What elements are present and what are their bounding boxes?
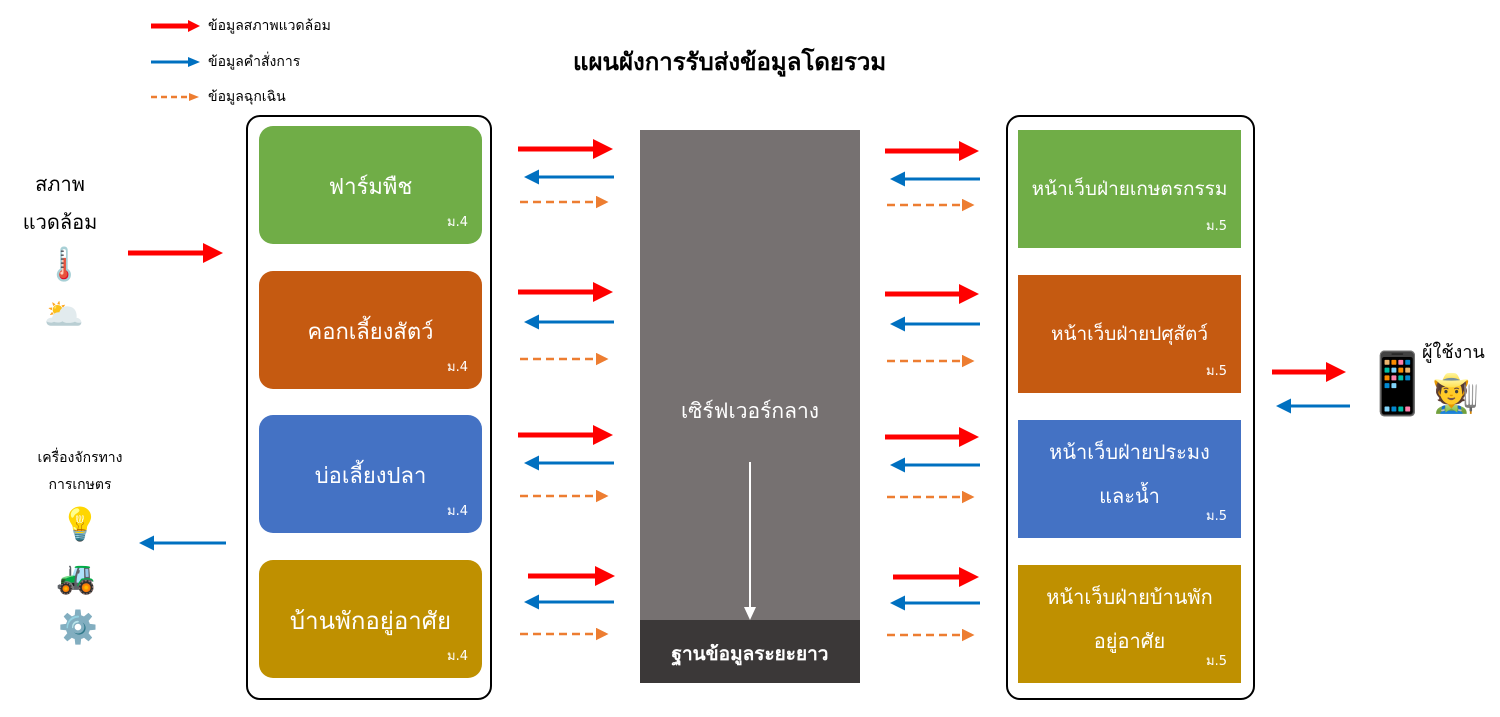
farm-unit-livestock: คอกเลี้ยงสัตว์ ม.4 xyxy=(259,271,482,389)
tractor-icon: 🚜 xyxy=(56,558,96,596)
farm-unit-livestock-label: คอกเลี้ยงสัตว์ xyxy=(307,320,434,345)
legend-emergency-label: ข้อมูลฉุกเฉิน xyxy=(208,89,286,105)
environment-label: สภาพ แวดล้อม xyxy=(22,172,98,234)
legend-command: ข้อมูลคำสั่งการ xyxy=(150,52,300,72)
farm-unit-fish-label: บ่อเลี้ยงปลา xyxy=(314,464,427,489)
website-home-label: หน้าเว็บฝ่ายบ้านพัก xyxy=(1046,585,1213,609)
farm-unit-fish: บ่อเลี้ยงปลา ม.4 xyxy=(259,415,482,533)
central-server-label: เซิร์ฟเวอร์กลาง xyxy=(680,399,820,423)
gear-icon: ⚙️ xyxy=(58,608,98,646)
website-fishery-grade: ม.5 xyxy=(1206,509,1227,524)
legend-environment-label: ข้อมูลสภาพแวดล้อม xyxy=(208,18,331,34)
farm-unit-livestock-grade: ม.4 xyxy=(447,360,468,375)
red-arrow-icon xyxy=(151,20,200,32)
machinery-label: เครื่องจักรทาง การเกษตร xyxy=(37,450,123,493)
website-home: หน้าเว็บฝ่ายบ้านพัก อยู่อาศัย ม.5 xyxy=(1018,565,1241,683)
website-home-grade: ม.5 xyxy=(1206,654,1227,669)
server-to-db-arrowhead xyxy=(744,607,756,620)
long-term-database-label: ฐานข้อมูลระยะยาว xyxy=(671,643,829,665)
legend-environment: ข้อมูลสภาพแวดล้อม xyxy=(150,16,331,36)
farm-unit-plant-label: ฟาร์มพืช xyxy=(328,175,413,200)
farm-unit-home-label: บ้านพักอยู่อาศัย xyxy=(289,607,452,635)
website-fishery-label: หน้าเว็บฝ่ายประมง xyxy=(1049,440,1210,464)
user-label: ผู้ใช้งาน xyxy=(1422,342,1485,363)
farmer-icon: 🧑‍🌾 xyxy=(1432,371,1480,415)
farm-unit-home: บ้านพักอยู่อาศัย ม.4 xyxy=(259,560,482,678)
website-livestock-grade: ม.5 xyxy=(1206,364,1227,379)
website-fishery-label-line2: และน้ำ xyxy=(1099,484,1160,508)
blue-arrow-icon xyxy=(151,57,200,67)
farm-unit-plant: ฟาร์มพืช ม.4 xyxy=(259,126,482,244)
website-agriculture-label: หน้าเว็บฝ่ายเกษตรกรรม xyxy=(1031,178,1228,200)
website-home-label-line2: อยู่อาศัย xyxy=(1093,629,1166,653)
light-bulb-icon: 💡 xyxy=(60,505,100,543)
diagram-title: แผนผังการรับส่งข้อมูลโดยรวม xyxy=(573,48,887,76)
thermometer-icon: 🌡️ xyxy=(44,245,84,283)
legend-emergency: ข้อมูลฉุกเฉิน xyxy=(150,87,286,107)
long-term-database: ฐานข้อมูลระยะยาว xyxy=(640,620,860,683)
farm-unit-plant-grade: ม.4 xyxy=(447,215,468,230)
website-livestock-label: หน้าเว็บฝ่ายปศุสัตว์ xyxy=(1050,323,1209,345)
website-fishery: หน้าเว็บฝ่ายประมง และน้ำ ม.5 xyxy=(1018,420,1241,538)
mobile-phone-icon: 📱 xyxy=(1360,349,1435,419)
website-livestock: หน้าเว็บฝ่ายปศุสัตว์ ม.5 xyxy=(1018,275,1241,393)
farm-unit-fish-grade: ม.4 xyxy=(447,504,468,519)
sun-behind-cloud-icon: 🌥️ xyxy=(44,295,84,333)
dashed-orange-arrow-icon xyxy=(151,93,199,101)
website-agriculture-grade: ม.5 xyxy=(1206,219,1227,234)
farm-unit-home-grade: ม.4 xyxy=(447,649,468,664)
legend-command-label: ข้อมูลคำสั่งการ xyxy=(208,54,301,70)
website-agriculture: หน้าเว็บฝ่ายเกษตรกรรม ม.5 xyxy=(1018,130,1241,248)
